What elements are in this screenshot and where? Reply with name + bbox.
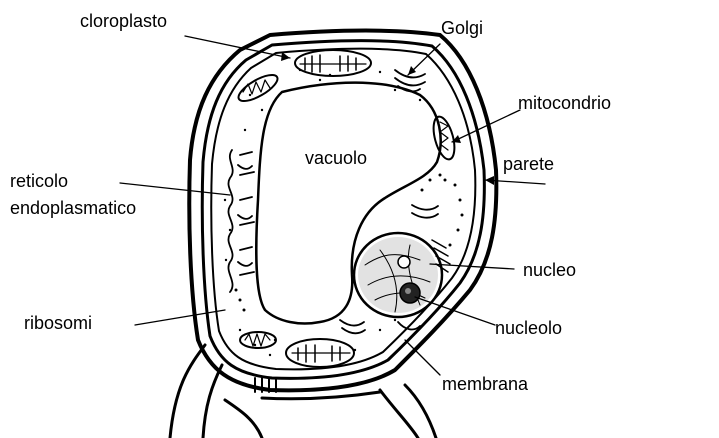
label-vacuolo: vacuolo [305,148,367,168]
chloroplast-top [294,49,372,77]
mitochondria [237,74,456,349]
label-mitocondrio: mitocondrio [518,93,611,113]
vacuole [255,81,442,325]
leader-mitocondrio [451,109,521,143]
leader-cloroplasto [184,35,291,59]
leader-reticolo [119,182,231,196]
leader-ribosomi [134,309,226,326]
plasmodesmata [254,377,277,393]
leader-lines [119,35,546,376]
label-reticolo-line2: endoplasmatico [10,198,136,218]
ribosome-dots [223,68,464,357]
leader-nucleo [429,263,515,270]
golgi-apparatus [339,69,439,335]
nucleus [352,231,451,319]
leader-parete [484,179,546,185]
leader-nucleolo [414,296,496,326]
chloroplast-bottom [285,338,355,368]
label-cloroplasto: cloroplasto [80,11,167,31]
cell-membrane [210,47,477,371]
label-nucleo: nucleo [523,260,576,280]
endoplasmic-reticulum [227,149,255,293]
label-membrana: membrana [442,374,529,394]
label-golgi: Golgi [441,18,483,38]
label-nucleolo: nucleolo [495,318,562,338]
label-parete: parete [503,154,554,174]
cell-wall-outer [187,28,499,393]
leader-membrana [404,339,441,376]
label-ribosomi: ribosomi [24,313,92,333]
label-reticolo-line1: reticolo [10,171,68,191]
cell-wall-inner [200,39,486,380]
